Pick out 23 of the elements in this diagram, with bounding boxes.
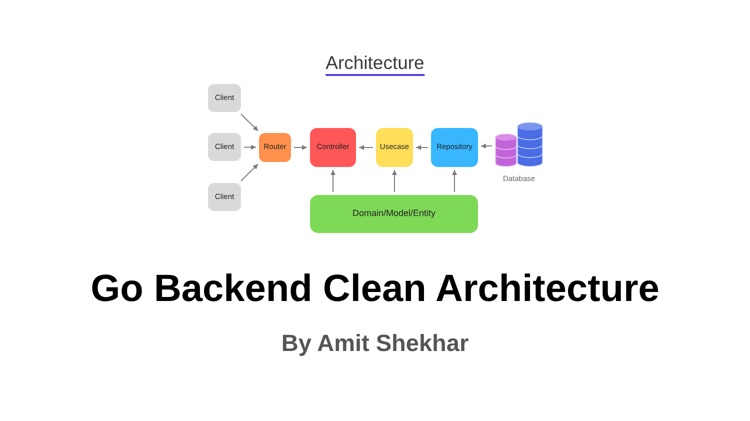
arrow <box>392 170 397 192</box>
arrow <box>244 144 256 150</box>
arrow <box>416 145 428 150</box>
arrow <box>294 145 308 150</box>
rounded-box <box>310 128 356 167</box>
page-title: Go Backend Clean Architecture <box>90 270 660 308</box>
arrow <box>330 170 336 192</box>
author-byline: By Amit Shekhar <box>281 332 469 356</box>
arrow <box>358 145 374 150</box>
rounded-box <box>259 133 291 162</box>
arrow <box>240 164 259 182</box>
box-label: Domain/Model/Entity <box>352 209 436 219</box>
rounded-box <box>310 195 478 233</box>
rounded-box <box>431 128 478 167</box>
arrow <box>240 114 259 132</box>
section-heading: Architecture <box>326 54 424 76</box>
database-icon <box>495 122 543 167</box>
arrow <box>452 170 457 192</box>
rounded-box <box>208 133 241 161</box>
rounded-box <box>208 84 241 112</box>
arrow <box>480 144 492 149</box>
rounded-box <box>376 128 413 167</box>
rounded-box <box>208 183 241 211</box>
